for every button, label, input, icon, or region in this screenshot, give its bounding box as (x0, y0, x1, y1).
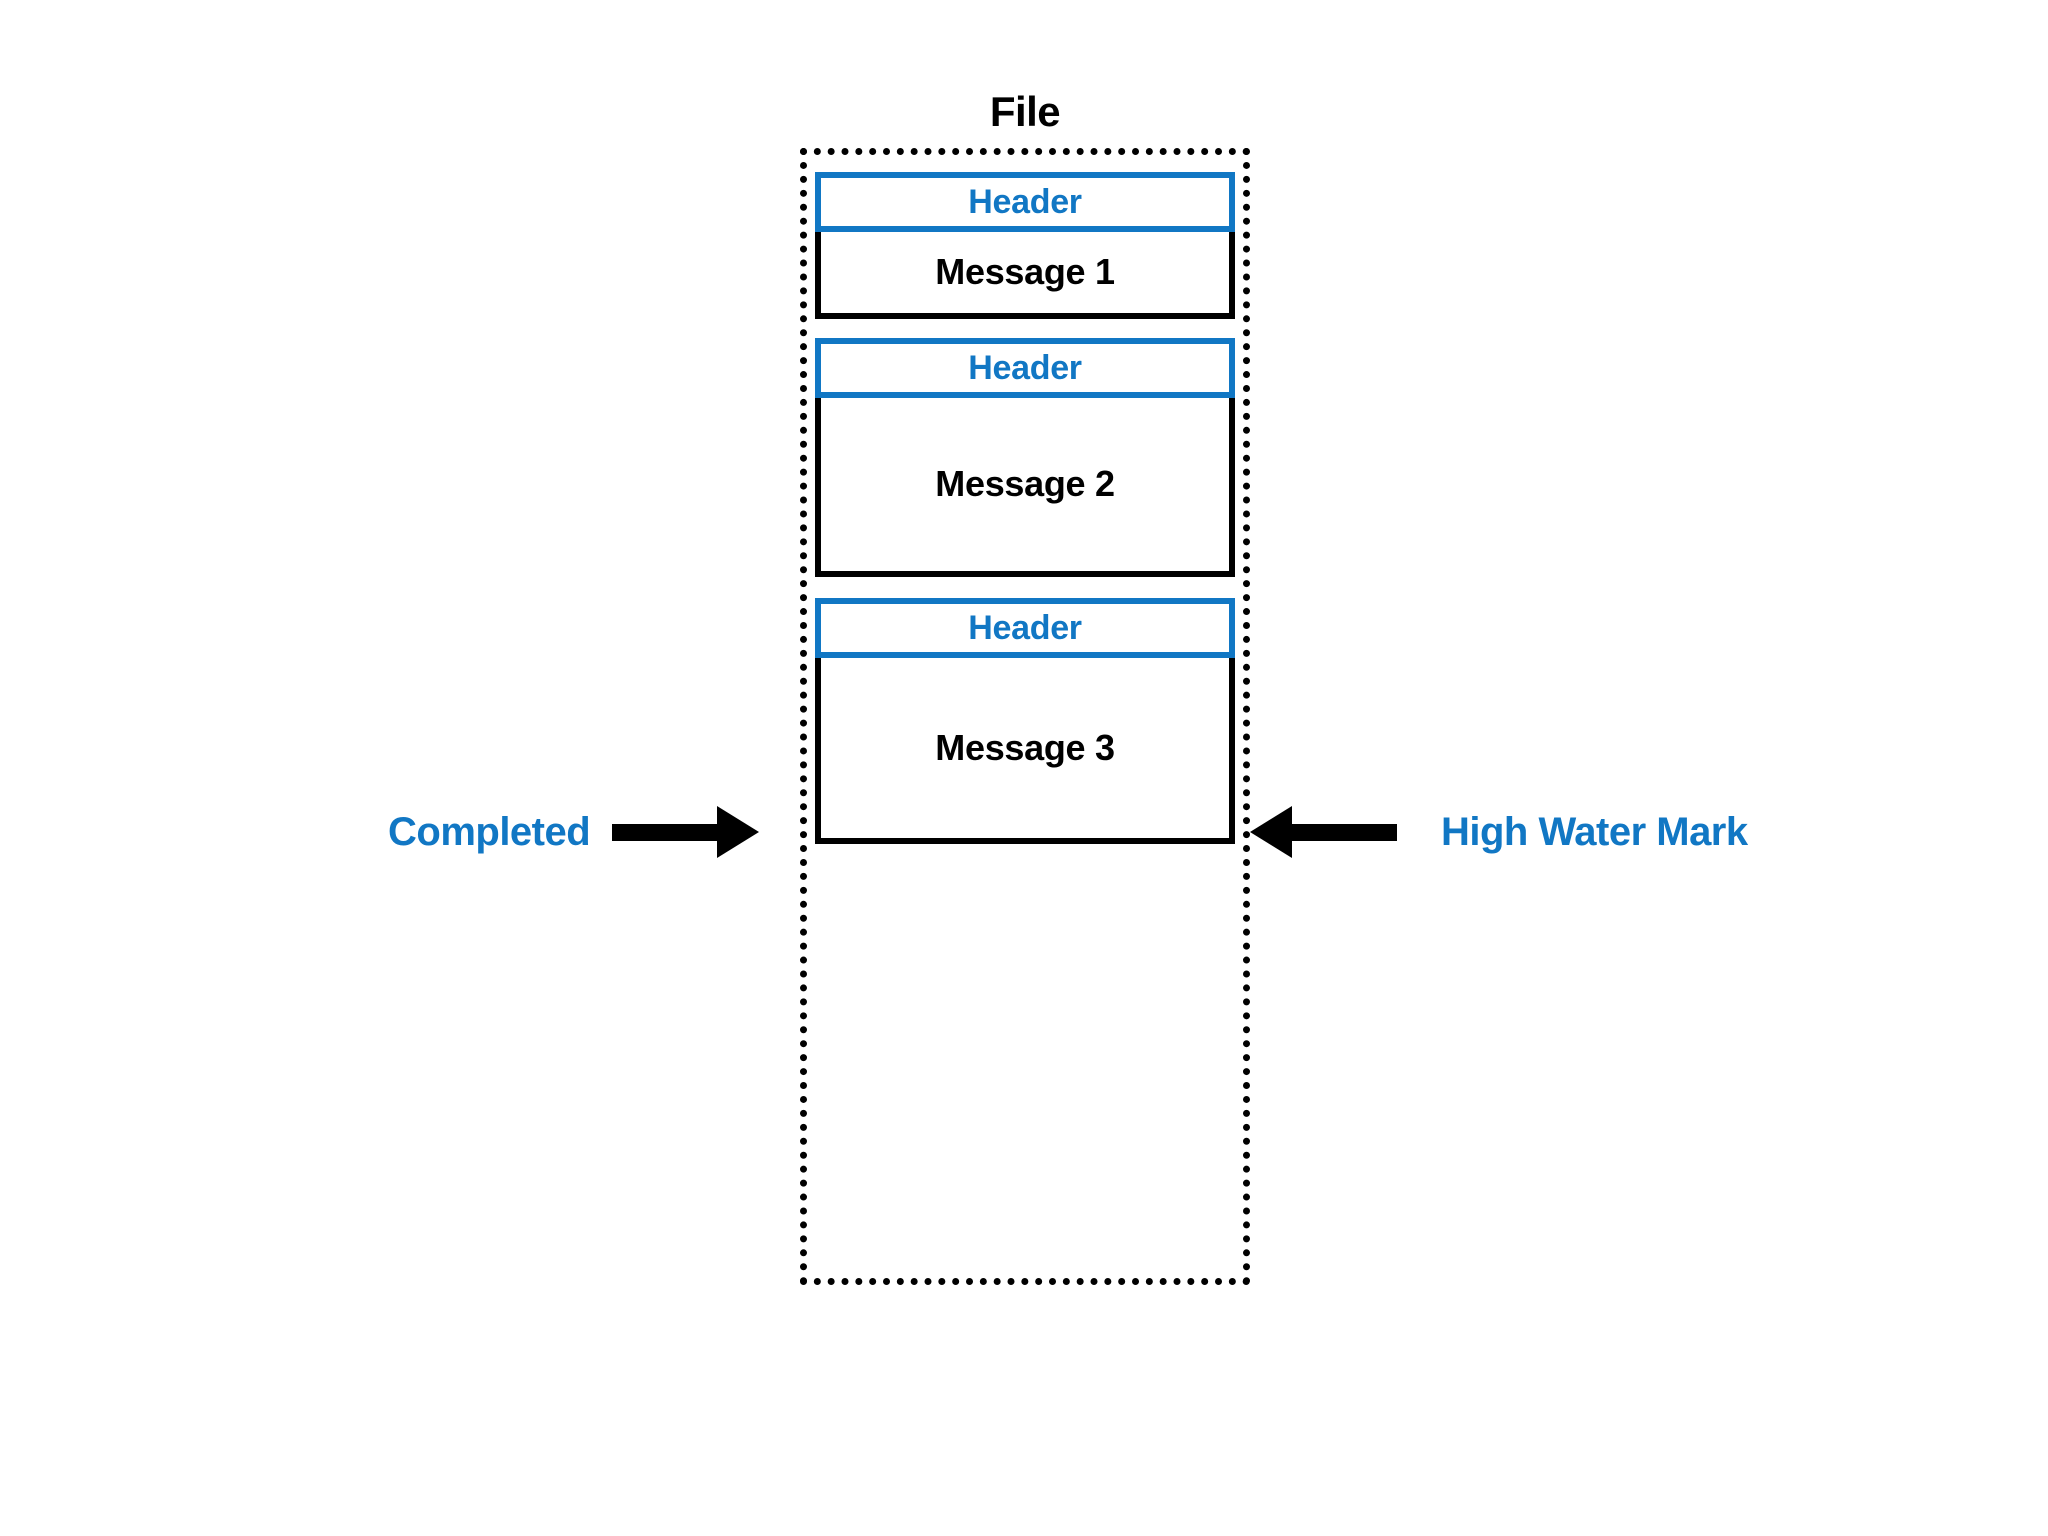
message-group-1: Header Message 1 (815, 172, 1235, 319)
completed-annotation: Completed (388, 806, 760, 858)
message-body-2: Message 2 (815, 397, 1235, 577)
high-water-mark-arrow-shaft (1292, 823, 1397, 841)
completed-label: Completed (388, 809, 591, 854)
message-body-3: Message 3 (815, 657, 1235, 844)
arrow-right-icon (717, 806, 760, 858)
message-header-2: Header (815, 338, 1235, 398)
message-body-1: Message 1 (815, 231, 1235, 319)
high-water-mark-annotation: High Water Mark (1250, 806, 1748, 858)
high-water-mark-label: High Water Mark (1441, 809, 1748, 854)
completed-arrow-shaft (612, 823, 718, 841)
arrow-left-icon (1250, 806, 1292, 858)
page-title: File (989, 88, 1061, 135)
message-header-3: Header (815, 598, 1235, 658)
message-group-3: Header Message 3 (815, 598, 1235, 844)
message-header-1: Header (815, 172, 1235, 232)
file-container (800, 148, 1250, 1285)
message-group-2: Header Message 2 (815, 338, 1235, 577)
